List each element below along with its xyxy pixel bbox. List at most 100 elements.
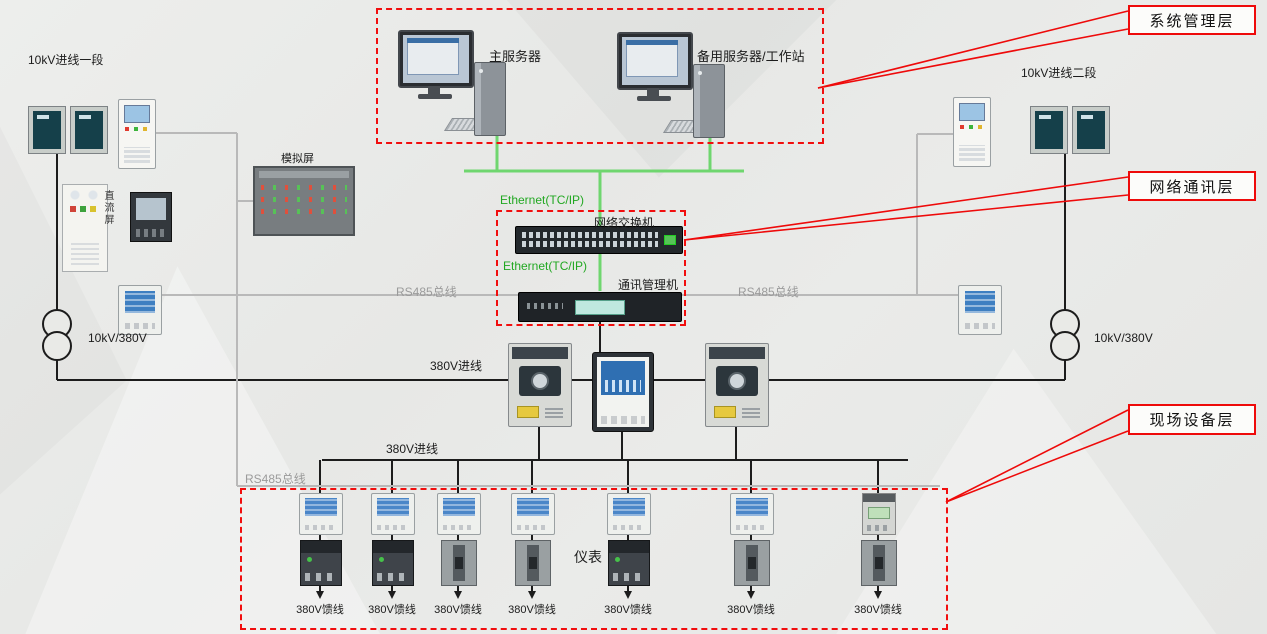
monitor-screen <box>403 35 469 83</box>
meter-screen <box>613 498 645 516</box>
monitor-base <box>637 96 671 101</box>
label-transformer-right: 10kV/380V <box>1094 331 1153 345</box>
label-feeder-5: 380V馈线 <box>604 604 652 616</box>
breaker-toggle <box>748 557 756 569</box>
meter-buttons <box>517 525 549 530</box>
hv-breaker-icon <box>1072 106 1110 154</box>
label-rs485-left: RS485总线 <box>396 285 457 299</box>
breaker-toggle <box>455 557 463 569</box>
breaker-terminals <box>305 573 337 581</box>
feeder-meter-6 <box>730 493 774 535</box>
relay-screen <box>124 105 150 123</box>
breaker-led <box>615 557 620 562</box>
feeder-breaker-6 <box>734 540 770 586</box>
field-layer-dashed-box <box>240 488 948 630</box>
monitor-stand <box>428 86 440 95</box>
meter-screen <box>965 291 995 313</box>
monitor-stand <box>647 88 659 97</box>
label-backup-server: 备用服务器/工作站 <box>697 49 805 64</box>
label-feeder-1: 380V馈线 <box>296 604 344 616</box>
meter-screen <box>305 498 337 516</box>
monitor-icon <box>398 30 474 88</box>
breaker-led <box>379 557 384 562</box>
network-layer-callout: 网络通讯层 <box>1128 171 1256 201</box>
label-feeder-3: 380V馈线 <box>434 604 482 616</box>
label-ethernet-lower: Ethernet(TC/IP) <box>503 259 588 273</box>
label-rs485-field: RS485总线 <box>245 472 306 486</box>
protection-relay-right <box>953 97 991 167</box>
system-layer-dashed-box <box>376 8 824 144</box>
label-10kv-incoming-left: 10kV进线一段 <box>28 53 104 67</box>
breaker-toggle <box>875 557 883 569</box>
switch-led <box>664 235 676 245</box>
meter-buttons <box>443 525 475 530</box>
hv-breaker-icon <box>1030 106 1068 154</box>
cabinet-indicators <box>70 206 100 212</box>
feeder-breaker-3 <box>441 540 477 586</box>
multifunction-meter-right <box>958 285 1002 335</box>
monitor-base <box>418 94 452 99</box>
feeder-meter-3 <box>437 493 481 535</box>
relay-screen <box>959 103 985 121</box>
dc-panel-cabinet <box>62 184 108 272</box>
mimic-header <box>259 171 349 178</box>
system-layer-callout-text: 系统管理层 <box>1149 12 1235 30</box>
label-10kv-incoming-right: 10kV进线二段 <box>1021 66 1097 80</box>
aux-device-buttons <box>136 229 166 237</box>
lv-incoming-breaker-left <box>508 343 572 427</box>
multifunction-meter-left <box>118 285 162 335</box>
mimic-indicator-row <box>261 209 347 214</box>
hv-breaker-group-left <box>28 106 108 154</box>
switch-ports <box>522 241 658 247</box>
switch-ports <box>522 232 658 238</box>
cabinet-gauges <box>69 190 101 200</box>
feeder-breaker-1 <box>300 540 342 586</box>
feeder-breaker-2 <box>372 540 414 586</box>
feeder-breaker-4 <box>515 540 551 586</box>
network-layer-dashed-box <box>496 210 686 326</box>
network-layer-callout-text: 网络通讯层 <box>1149 178 1235 196</box>
breaker-rating-plate <box>714 406 736 418</box>
label-380v-incoming-lower: 380V进线 <box>386 442 439 456</box>
meter-buttons <box>736 525 768 530</box>
label-feeder-2: 380V馈线 <box>368 604 416 616</box>
feeder-meter-4 <box>511 493 555 535</box>
mimic-panel-image <box>253 166 355 236</box>
relay-keys <box>959 145 985 161</box>
meter-buttons <box>965 323 995 329</box>
monitor-screen <box>622 37 688 85</box>
lv-incoming-breaker-right <box>705 343 769 427</box>
breaker-mechanism <box>519 366 561 396</box>
din-meter-top <box>863 494 895 502</box>
label-feeder-4: 380V馈线 <box>508 604 556 616</box>
label-feeder-6: 380V馈线 <box>727 604 775 616</box>
protection-relay-left <box>118 99 156 169</box>
main-server-image <box>396 28 528 136</box>
hv-breaker-group-right <box>1030 106 1110 154</box>
label-meters: 仪表 <box>574 549 602 565</box>
breaker-led <box>307 557 312 562</box>
meter-buttons <box>125 323 155 329</box>
label-dc-panel: 直流屏 <box>102 190 113 226</box>
breaker-rail <box>742 408 760 418</box>
cabinet-vents <box>71 241 99 265</box>
mimic-indicator-row <box>261 185 347 190</box>
field-layer-callout-text: 现场设备层 <box>1149 412 1235 429</box>
monitor-icon <box>617 32 693 90</box>
label-transformer-left: 10kV/380V <box>88 331 147 345</box>
meter-screen <box>517 498 549 516</box>
feeder-meter-7 <box>862 493 896 535</box>
meter-buttons <box>377 525 409 530</box>
relay-leds <box>125 127 129 131</box>
breaker-header <box>512 347 568 359</box>
server-tower-icon <box>693 64 725 138</box>
label-comm-manager: 通讯管理机 <box>618 278 679 292</box>
comm-manager-image <box>518 292 682 322</box>
hv-breaker-icon <box>70 106 108 154</box>
feeder-meter-1 <box>299 493 343 535</box>
comm-manager-leds <box>527 303 563 309</box>
label-ethernet-upper: Ethernet(TC/IP) <box>500 193 585 207</box>
meter-screen <box>377 498 409 516</box>
